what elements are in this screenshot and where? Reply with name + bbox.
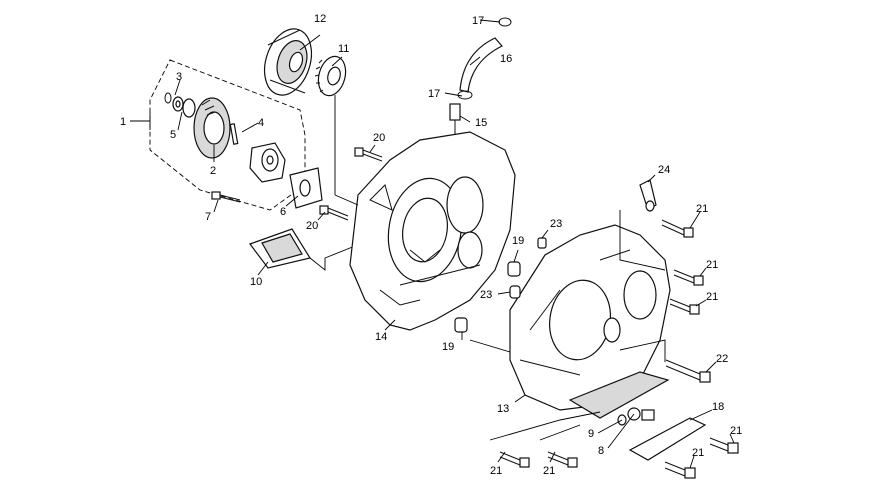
callout-13: 13 xyxy=(497,403,509,415)
callout-21-g: 21 xyxy=(543,465,555,477)
callout-9: 9 xyxy=(588,428,594,440)
part-oil-pump-body xyxy=(249,142,286,183)
callout-14: 14 xyxy=(375,331,387,343)
callout-7: 7 xyxy=(205,211,211,223)
callout-1: 1 xyxy=(120,116,126,128)
part-14-left-crankcase xyxy=(349,131,516,331)
part-4-pin xyxy=(229,123,239,145)
part-16-breather-tube xyxy=(459,37,503,93)
callout-4: 4 xyxy=(258,117,264,129)
bolt-20-lower xyxy=(319,205,349,221)
part-13-right-crankcase xyxy=(509,224,671,419)
callout-21-f: 21 xyxy=(490,465,502,477)
callout-19-upper: 19 xyxy=(512,235,524,247)
part-10-oil-strainer xyxy=(249,228,356,271)
callout-18: 18 xyxy=(712,401,724,413)
callout-labels: 1 3 5 2 4 7 6 12 11 17 16 17 15 20 20 10… xyxy=(120,13,742,477)
part-17-hose-clip-lower xyxy=(457,90,473,100)
part-2-pump-rotor xyxy=(182,97,231,159)
bolt-21-c xyxy=(669,298,700,315)
bolt-21-b xyxy=(673,269,704,286)
part-18-guard-plate xyxy=(628,417,707,461)
callout-21-b: 21 xyxy=(706,259,718,271)
callout-19-lower: 19 xyxy=(442,341,454,353)
callout-10: 10 xyxy=(250,276,262,288)
callout-5: 5 xyxy=(170,129,176,141)
part-23-pin-lower xyxy=(509,285,521,299)
callout-11: 11 xyxy=(338,43,349,55)
callout-21-d: 21 xyxy=(730,425,742,437)
callout-3: 3 xyxy=(176,71,182,83)
part-5-washer xyxy=(172,96,184,112)
callout-21-e: 21 xyxy=(692,447,704,459)
callout-17-upper: 17 xyxy=(472,15,484,27)
part-24-bracket xyxy=(639,179,657,212)
callout-23-upper: 23 xyxy=(550,218,562,230)
bolt-21-e xyxy=(664,461,696,479)
callout-22: 22 xyxy=(716,353,728,365)
part-12-oil-seal xyxy=(263,28,313,96)
callout-24: 24 xyxy=(658,164,670,176)
part-19-dowel-lower xyxy=(454,317,468,333)
bolt-21-f xyxy=(499,451,530,468)
part-19-dowel-upper xyxy=(507,261,521,277)
part-17-hose-clip-upper xyxy=(498,17,512,27)
bolt-22 xyxy=(665,359,711,383)
callout-16: 16 xyxy=(500,53,512,65)
callout-23-lower: 23 xyxy=(480,289,492,301)
bolt-20-upper xyxy=(354,147,383,162)
callout-20-lower: 20 xyxy=(306,220,318,232)
part-7-bolt xyxy=(211,191,241,203)
callout-8: 8 xyxy=(598,445,604,457)
callout-21-c: 21 xyxy=(706,291,718,303)
leader-lines xyxy=(130,19,735,469)
callout-17-lower: 17 xyxy=(428,88,440,100)
callout-6: 6 xyxy=(280,206,286,218)
part-11-drive-gear xyxy=(314,55,347,97)
callout-12: 12 xyxy=(314,13,326,25)
callout-21-a: 21 xyxy=(696,203,708,215)
bolt-21-a xyxy=(661,219,694,238)
part-23-pin-upper xyxy=(537,237,547,249)
bolt-21-d xyxy=(709,437,739,454)
part-6-pump-cover xyxy=(289,167,323,209)
callout-2: 2 xyxy=(210,165,216,177)
part-3-circlip xyxy=(164,92,172,104)
part-9-drain-plug xyxy=(627,407,655,421)
callout-15: 15 xyxy=(475,117,487,129)
callout-20-upper: 20 xyxy=(373,132,385,144)
